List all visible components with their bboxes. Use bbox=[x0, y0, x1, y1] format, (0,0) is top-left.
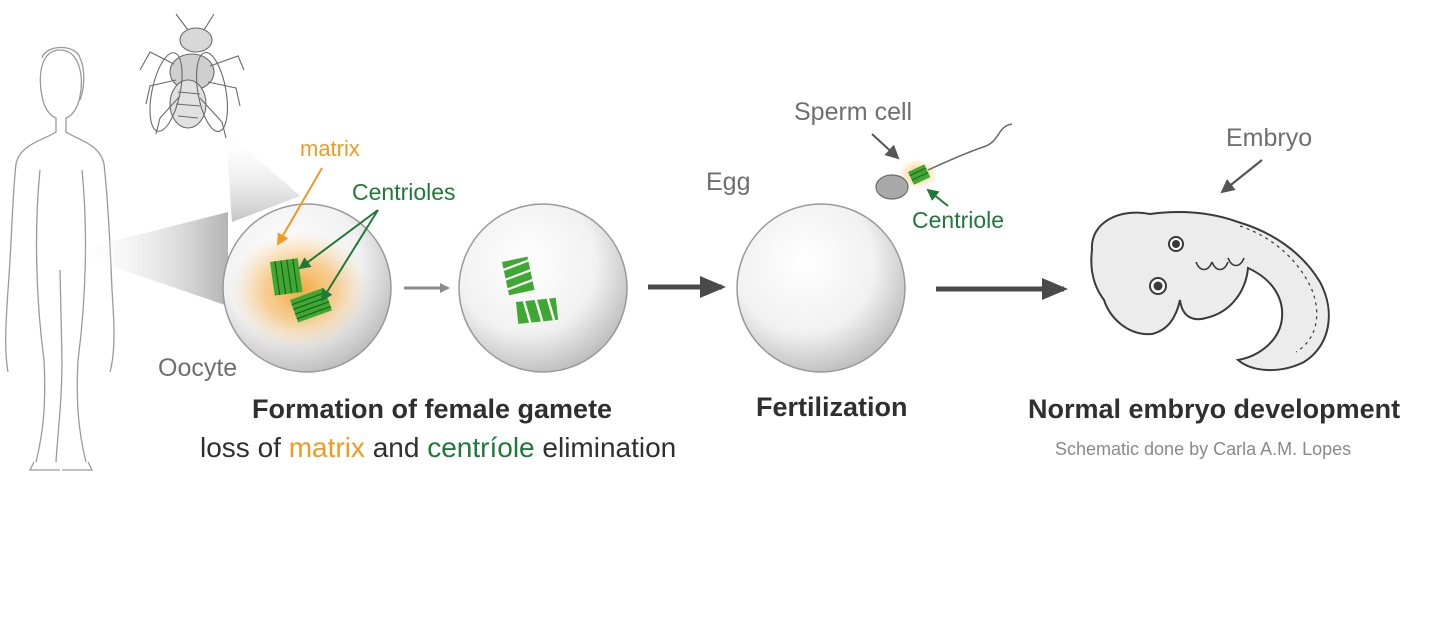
formation-caption: Formation of female gamete bbox=[252, 394, 613, 424]
subtitle-text-3: elimination bbox=[534, 432, 677, 463]
matrix-label: matrix bbox=[300, 136, 360, 161]
subtitle-centriole-word: centríole bbox=[427, 432, 535, 463]
embryo-drawing-icon bbox=[1090, 211, 1330, 372]
oocyte-cell bbox=[222, 203, 392, 373]
normal-development-caption: Normal embryo development bbox=[1028, 394, 1401, 424]
sperm-cell-icon bbox=[875, 123, 1013, 200]
fly-projection-cone bbox=[226, 136, 300, 222]
credit-caption: Schematic done by Carla A.M. Lopes bbox=[1055, 439, 1352, 459]
centriole-arrow bbox=[926, 188, 949, 207]
matrix-arrow bbox=[276, 167, 323, 246]
centrioles-label: Centrioles bbox=[352, 179, 456, 205]
egg-label: Egg bbox=[706, 168, 750, 196]
subtitle-matrix-word: matrix bbox=[288, 432, 365, 463]
centrioles-arrow-2 bbox=[320, 209, 379, 302]
fruit-fly-icon bbox=[139, 13, 245, 139]
formation-subtitle: loss of matrix and centríole elimination bbox=[200, 434, 676, 462]
fragmented-centriole-icon bbox=[502, 256, 535, 296]
sperm-cell-label: Sperm cell bbox=[794, 98, 912, 126]
centriole-label: Centriole bbox=[912, 207, 1004, 233]
gamete-cell bbox=[458, 203, 628, 373]
centrioles-arrow-1 bbox=[298, 209, 379, 270]
subtitle-text-1: loss of bbox=[200, 432, 289, 463]
human-projection-cone bbox=[70, 212, 228, 306]
fragmented-centriole-icon bbox=[516, 297, 559, 324]
embryo-arrow bbox=[1220, 159, 1263, 194]
embryo-label: Embryo bbox=[1226, 124, 1312, 152]
human-silhouette-icon bbox=[5, 46, 115, 471]
sperm-cell-arrow bbox=[871, 133, 900, 160]
subtitle-text-2: and bbox=[364, 432, 428, 463]
centriole-icon bbox=[270, 258, 303, 296]
oocyte-label: Oocyte bbox=[158, 354, 238, 382]
fertilization-caption: Fertilization bbox=[756, 392, 908, 422]
egg-cell bbox=[736, 203, 906, 373]
